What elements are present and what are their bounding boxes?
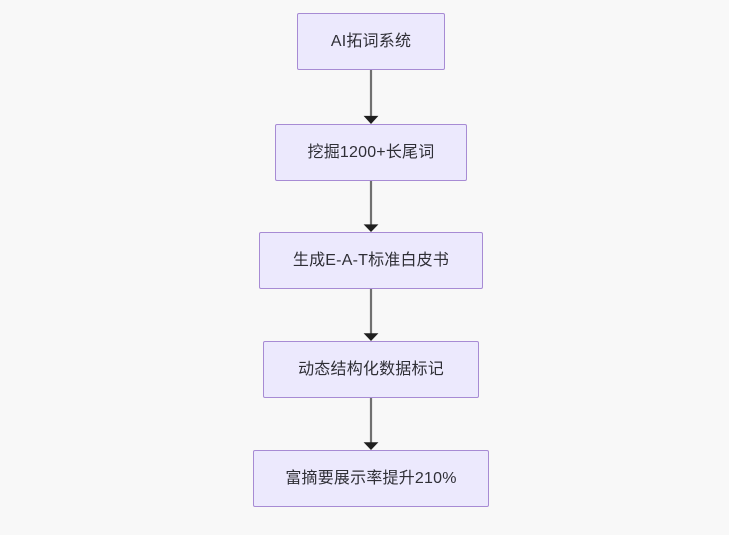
flow-node-label: AI拓词系统 (330, 32, 412, 50)
arrowhead-icon (363, 115, 379, 124)
flow-edge-n1-n2 (359, 70, 383, 124)
flow-node-generate-eat-whitepaper[interactable]: 生成E-A-T标准白皮书 (259, 232, 483, 289)
flow-node-label: 挖掘1200+长尾词 (307, 143, 435, 161)
arrowhead-icon (363, 224, 379, 232)
flow-node-dynamic-structured-data-markup[interactable]: 动态结构化数据标记 (263, 341, 479, 398)
flow-node-ai-keyword-system[interactable]: AI拓词系统 (297, 13, 445, 70)
arrowhead-icon (363, 333, 379, 341)
arrowhead-icon (363, 442, 379, 450)
flow-node-rich-snippet-impression-lift[interactable]: 富摘要展示率提升210% (253, 450, 489, 507)
flow-edge-n2-n3 (359, 181, 383, 232)
flow-node-label: 富摘要展示率提升210% (285, 469, 457, 487)
flow-edge-n3-n4 (359, 289, 383, 341)
flow-node-label: 动态结构化数据标记 (298, 360, 444, 378)
flow-node-label: 生成E-A-T标准白皮书 (292, 251, 450, 269)
flow-node-mine-longtail-keywords[interactable]: 挖掘1200+长尾词 (275, 124, 467, 181)
flow-edge-n4-n5 (359, 398, 383, 450)
